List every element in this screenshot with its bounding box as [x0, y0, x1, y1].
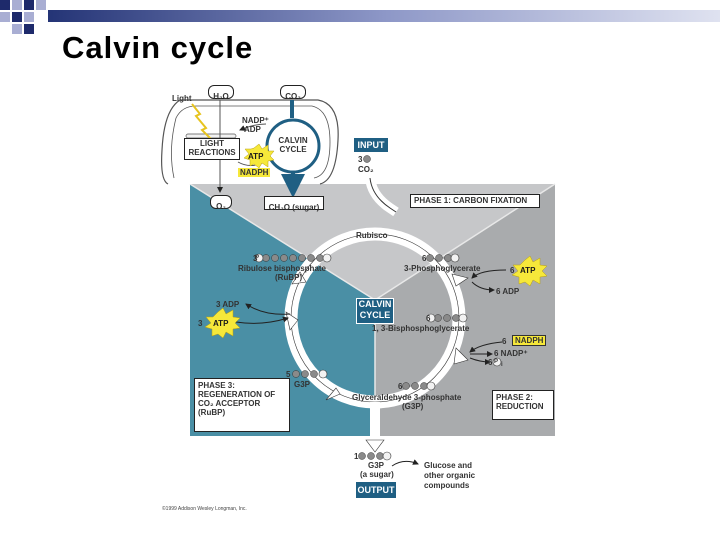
g3p6-count: 6 — [398, 382, 403, 391]
nadp-out-label: 6 NADP⁺ — [494, 349, 528, 358]
phosphate-groups — [254, 253, 502, 461]
phase2-box: PHASE 2: REDUCTION — [492, 390, 554, 420]
phase2-line2: REDUCTION — [496, 402, 544, 411]
slide-title: Calvin cycle — [62, 30, 254, 65]
rubp-abbr: (RuBP) — [275, 273, 303, 282]
phase3-line3: CO₂ ACCEPTOR — [198, 399, 261, 408]
light-bolt — [191, 103, 213, 141]
adp-label: ADP — [244, 125, 261, 134]
nadp-label: NADP⁺ — [242, 116, 269, 125]
pi-symbol: P — [494, 359, 499, 365]
center-line2: CYCLE — [359, 310, 391, 320]
atp-burst-1 — [511, 255, 548, 287]
light-reactions-box: LIGHT REACTIONS — [184, 138, 240, 160]
pi-count: 6 — [488, 358, 493, 367]
co2-dot — [363, 155, 371, 163]
phase3-line4: (RuBP) — [198, 408, 226, 417]
g3p5-chain — [292, 370, 318, 378]
co2-label: CO₂ — [285, 92, 301, 101]
g3p6-chain — [402, 382, 428, 390]
p-1: P — [255, 255, 260, 261]
light-label: Light — [172, 94, 192, 103]
g3p5-count: 5 — [286, 370, 291, 379]
pga-chain — [426, 254, 452, 262]
pga-count: 6 — [422, 254, 427, 263]
center-line1: CALVIN — [358, 299, 392, 309]
bpg-chain — [434, 314, 460, 322]
sugar-box: CH₂O (sugar) — [264, 196, 324, 212]
input-amount: 3 — [358, 155, 363, 164]
mini-calvin-line2: CYCLE — [279, 145, 307, 154]
rubp-name: Ribulose bisphosphate — [238, 264, 327, 273]
atp-burst-2 — [204, 307, 241, 339]
phase3-line1: PHASE 3: — [198, 381, 235, 390]
light-reactions-line2: REACTIONS — [188, 148, 236, 157]
atp-small-label: ATP — [248, 152, 264, 161]
phase1-box: PHASE 1: CARBON FIXATION — [410, 194, 540, 208]
out-g3p-count: 1 — [354, 452, 359, 461]
input-molecule: CO₂ — [358, 165, 374, 174]
pi-suffix: i — [501, 362, 503, 368]
adp1-label: 6 ADP — [496, 287, 520, 296]
bpg-count: 6 — [426, 314, 431, 323]
out-g3p-name: G3P — [368, 461, 385, 470]
output-g3p-chain — [358, 452, 384, 460]
phase1-region — [190, 184, 555, 300]
atp1-count: 6 — [510, 266, 515, 275]
rubp-count: 3 — [253, 254, 258, 263]
header-bar — [48, 10, 720, 22]
g3p6-name: Glyceraldehyde 3-phosphate — [352, 393, 462, 402]
nadph-small-label: NADPH — [238, 168, 271, 177]
atp1-label: ATP — [520, 266, 536, 275]
calvin-cycle-center: CALVIN CYCLE — [356, 298, 394, 324]
output-box: OUTPUT — [356, 482, 396, 498]
o2-label: O₂ — [216, 202, 226, 211]
adp3-label: 3 ADP — [216, 300, 240, 309]
rubisco-label: Rubisco — [356, 231, 388, 240]
light-reactions-line1: LIGHT — [200, 139, 224, 148]
atp-burst-small — [243, 143, 275, 169]
sugar-label: CH₂O (sugar) — [268, 203, 320, 212]
atp2-label: ATP — [213, 319, 229, 328]
h2o-pill: H₂O — [208, 85, 234, 101]
rubp-chain — [262, 254, 324, 262]
pga-name: 3-Phosphoglycerate — [404, 264, 481, 273]
phase3-region — [190, 184, 375, 436]
nadph-count: 6 — [502, 337, 507, 346]
g3p6-abbr: (G3P) — [402, 402, 424, 411]
phase1-label: PHASE 1: CARBON FIXATION — [414, 196, 528, 205]
input-box: INPUT — [354, 138, 388, 152]
glucose-line2: other organic — [424, 471, 476, 480]
nadph-label: NADPH — [512, 335, 547, 346]
mini-calvin-line1: CALVIN — [278, 136, 308, 145]
out-g3p-note: (a sugar) — [360, 470, 394, 479]
glucose-line3: compounds — [424, 481, 470, 490]
h2o-label: H₂O — [213, 92, 229, 101]
atp2-count: 3 — [198, 319, 203, 328]
g3p5-name: G3P — [294, 380, 311, 389]
o2-pill: O₂ — [210, 195, 232, 211]
co2-pill: CO₂ — [280, 85, 306, 101]
bpg-name: 1, 3-Bisphosphoglycerate — [372, 324, 470, 333]
phase3-box: PHASE 3: REGENERATION OF CO₂ ACCEPTOR (R… — [194, 378, 290, 432]
phase2-line1: PHASE 2: — [496, 393, 533, 402]
phase3-line2: REGENERATION OF — [198, 390, 276, 399]
glucose-line1: Glucose and — [424, 461, 473, 470]
copyright: ©1999 Addison Wesley Longman, Inc. — [162, 506, 247, 512]
